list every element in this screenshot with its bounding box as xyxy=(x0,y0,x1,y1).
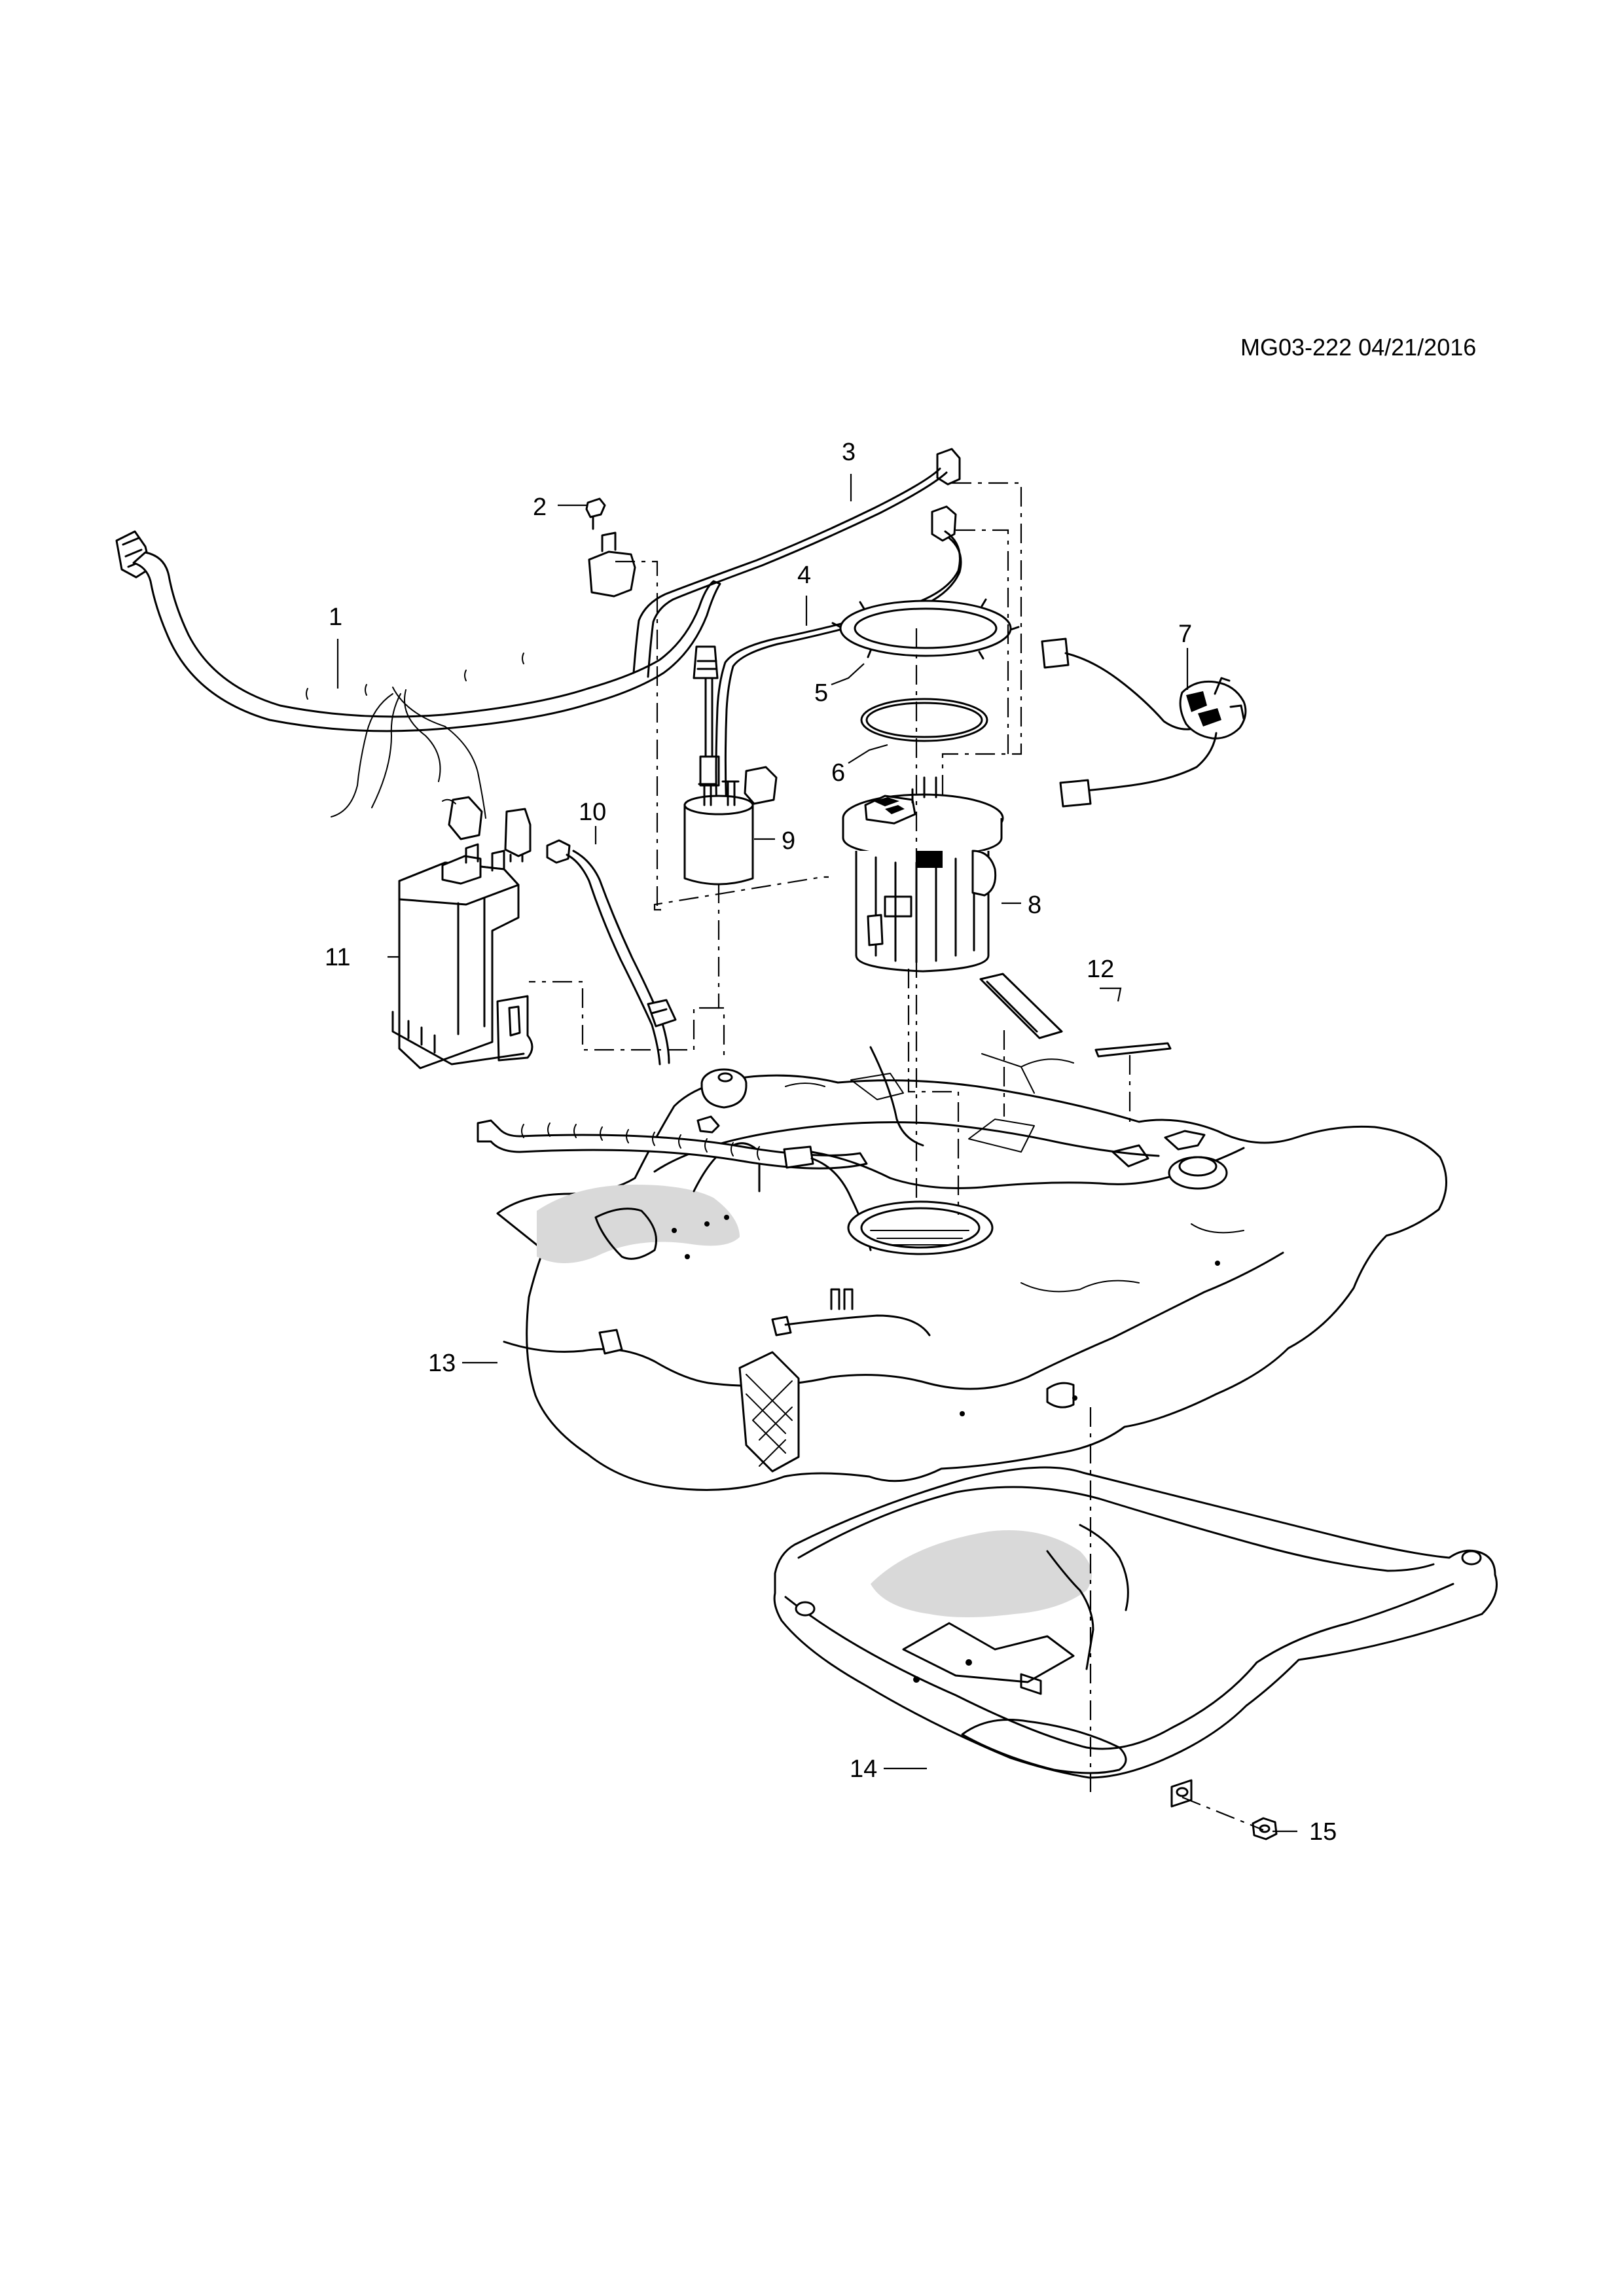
part-15-nut xyxy=(1252,1817,1278,1840)
part-11-evap-canister xyxy=(391,843,533,1069)
callout-13: 13 xyxy=(428,1350,456,1377)
callout-8: 8 xyxy=(1028,891,1042,919)
part-1-wiring-harness xyxy=(115,530,721,863)
part-12-insulator-pads xyxy=(979,973,1172,1058)
part-9-fuel-filter xyxy=(683,780,754,886)
reference-code: MG03-222 04/21/2016 xyxy=(1240,334,1477,361)
part-10-vapor-hose xyxy=(546,839,677,1066)
part-2-clip xyxy=(585,497,606,530)
part-4-fuel-return-pipe xyxy=(715,505,962,835)
callout-11: 11 xyxy=(325,944,351,971)
callout-15: 15 xyxy=(1309,1818,1337,1846)
callout-2: 2 xyxy=(533,493,547,521)
part-14-heat-shield xyxy=(773,1466,1498,1808)
part-6-seal xyxy=(860,698,988,742)
part-8-fuel-pump-module xyxy=(842,776,1004,973)
leader-lines xyxy=(336,474,1297,1833)
callout-3: 3 xyxy=(842,439,856,466)
callout-6: 6 xyxy=(831,759,846,787)
callout-10: 10 xyxy=(579,798,607,826)
callout-14: 14 xyxy=(850,1755,878,1783)
part-13-fuel-tank xyxy=(477,1046,1447,1491)
callout-1: 1 xyxy=(329,603,343,631)
callout-12: 12 xyxy=(1087,956,1115,983)
part-7-fuel-level-sensor xyxy=(1041,637,1247,808)
callout-4: 4 xyxy=(797,562,812,589)
callout-7: 7 xyxy=(1178,620,1193,648)
callout-5: 5 xyxy=(814,679,829,707)
part-5-lock-ring xyxy=(831,598,1020,660)
assembly-centerlines xyxy=(529,482,1264,1831)
part-3-fuel-feed-pipe xyxy=(632,448,961,787)
callout-9: 9 xyxy=(782,827,796,855)
